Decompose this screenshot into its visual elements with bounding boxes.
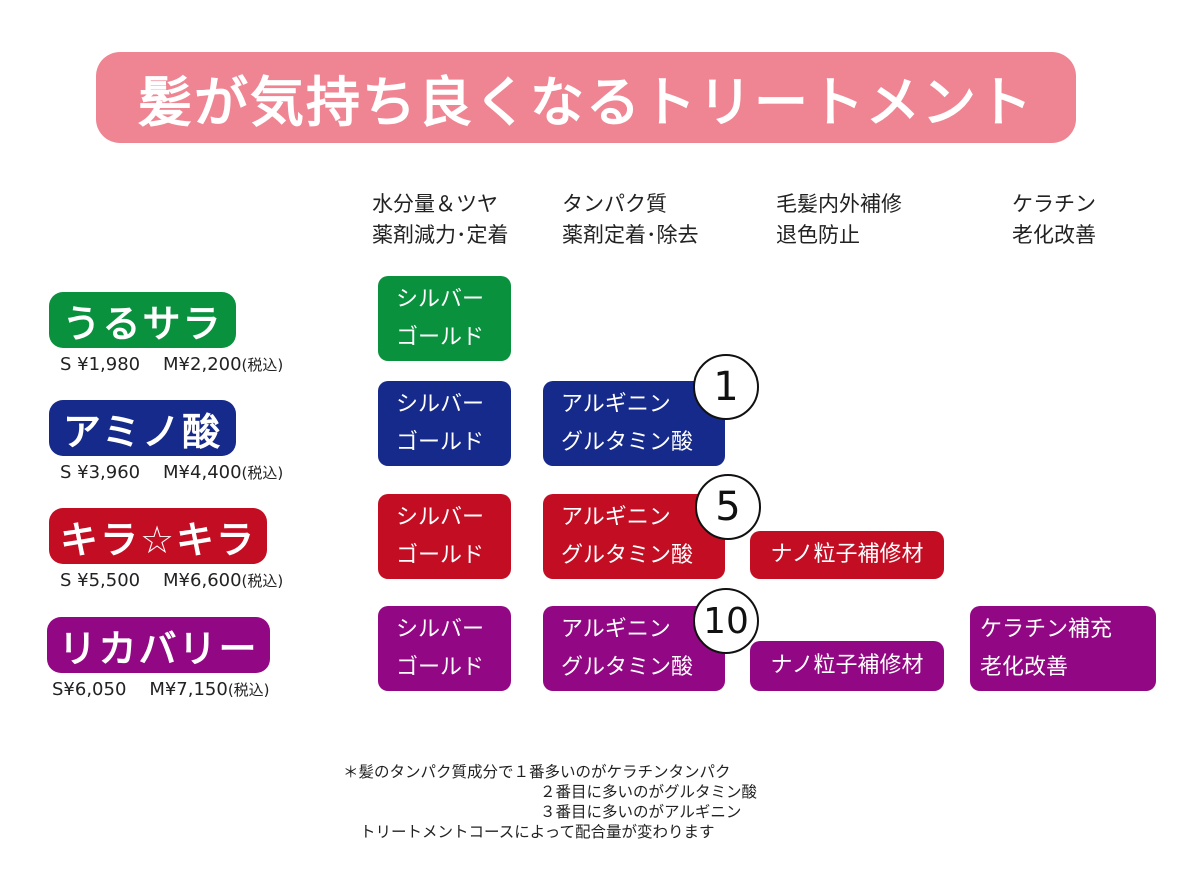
cell-silver-gold: シルバーゴールド xyxy=(378,494,511,579)
tax-note: (税込) xyxy=(241,572,284,590)
cell-silver-gold: シルバーゴールド xyxy=(378,381,511,466)
price-s: S¥6,050 xyxy=(52,679,127,700)
cell-line: シルバー xyxy=(396,391,485,417)
cell-line: アルギニン xyxy=(561,391,671,417)
column-header-line: タンパク質 xyxy=(562,192,667,216)
column-header-moisture: 水分量＆ツヤ薬剤減力･定着 xyxy=(372,189,509,251)
price-m: M¥7,150 xyxy=(149,679,228,700)
course-label-kirakira: キラ☆キラ xyxy=(49,508,267,564)
cell-amino: アルギニングルタミン酸 xyxy=(543,494,725,579)
cell-silver-gold: シルバーゴールド xyxy=(378,606,511,691)
level-badge: 5 xyxy=(695,474,761,540)
level-badge: 10 xyxy=(693,588,759,654)
cell-nano: ナノ粒子補修材 xyxy=(750,531,944,579)
course-price-amino: S ¥3,960 M¥4,400(税込) xyxy=(60,462,283,483)
price-s: S ¥5,500 xyxy=(60,570,141,591)
cell-line: ゴールド xyxy=(396,429,485,455)
footnote-line: トリートメントコースによって配合量が変わります xyxy=(360,823,715,841)
footnote-line: ２番目に多いのがグルタミン酸 xyxy=(540,783,758,801)
cell-nano: ナノ粒子補修材 xyxy=(750,641,944,691)
tax-note: (税込) xyxy=(227,681,270,699)
cell-line: ゴールド xyxy=(396,654,485,680)
column-header-line: 薬剤定着･除去 xyxy=(562,223,699,247)
cell-keratin: ケラチン補充老化改善 xyxy=(970,606,1156,691)
course-price-urusara: S ¥1,980 M¥2,200(税込) xyxy=(60,354,283,375)
page-title: 髪が気持ち良くなるトリートメント xyxy=(96,52,1076,143)
cell-line: 老化改善 xyxy=(980,654,1069,680)
column-header-repair: 毛髪内外補修退色防止 xyxy=(776,189,902,251)
column-header-line: ケラチン xyxy=(1012,192,1096,216)
cell-line: ゴールド xyxy=(396,324,485,350)
cell-line: ゴールド xyxy=(396,542,485,568)
cell-line: シルバー xyxy=(396,504,485,530)
cell-silver-gold: シルバーゴールド xyxy=(378,276,511,361)
course-price-kirakira: S ¥5,500 M¥6,600(税込) xyxy=(60,570,283,591)
price-m: M¥6,600 xyxy=(163,570,242,591)
cell-line: ケラチン補充 xyxy=(980,616,1113,642)
cell-line: アルギニン xyxy=(561,616,671,642)
price-m: M¥2,200 xyxy=(163,354,242,375)
column-header-line: 退色防止 xyxy=(776,223,860,247)
footnote-line: ＊髪のタンパク質成分で１番多いのがケラチンタンパク xyxy=(343,763,731,781)
column-header-line: 水分量＆ツヤ xyxy=(372,192,498,216)
tax-note: (税込) xyxy=(241,356,284,374)
level-badge: 1 xyxy=(693,354,759,420)
cell-line: シルバー xyxy=(396,286,485,312)
cell-line: グルタミン酸 xyxy=(561,654,694,680)
price-s: S ¥3,960 xyxy=(60,462,141,483)
column-header-line: 毛髪内外補修 xyxy=(776,192,902,216)
price-m: M¥4,400 xyxy=(163,462,242,483)
column-header-line: 老化改善 xyxy=(1012,223,1096,247)
cell-line: アルギニン xyxy=(561,504,671,530)
course-price-recovery: S¥6,050 M¥7,150(税込) xyxy=(52,679,270,700)
course-label-urusara: うるサラ xyxy=(49,292,236,348)
tax-note: (税込) xyxy=(241,464,284,482)
course-label-recovery: リカバリー xyxy=(47,617,270,673)
column-header-keratin: ケラチン老化改善 xyxy=(1012,189,1096,251)
cell-line: シルバー xyxy=(396,616,485,642)
footnote-line: ３番目に多いのがアルギニン xyxy=(540,803,742,821)
cell-line: グルタミン酸 xyxy=(561,542,694,568)
column-header-line: 薬剤減力･定着 xyxy=(372,223,509,247)
cell-line: グルタミン酸 xyxy=(561,429,694,455)
column-header-protein: タンパク質薬剤定着･除去 xyxy=(562,189,699,251)
price-s: S ¥1,980 xyxy=(60,354,141,375)
course-label-amino: アミノ酸 xyxy=(49,400,236,456)
